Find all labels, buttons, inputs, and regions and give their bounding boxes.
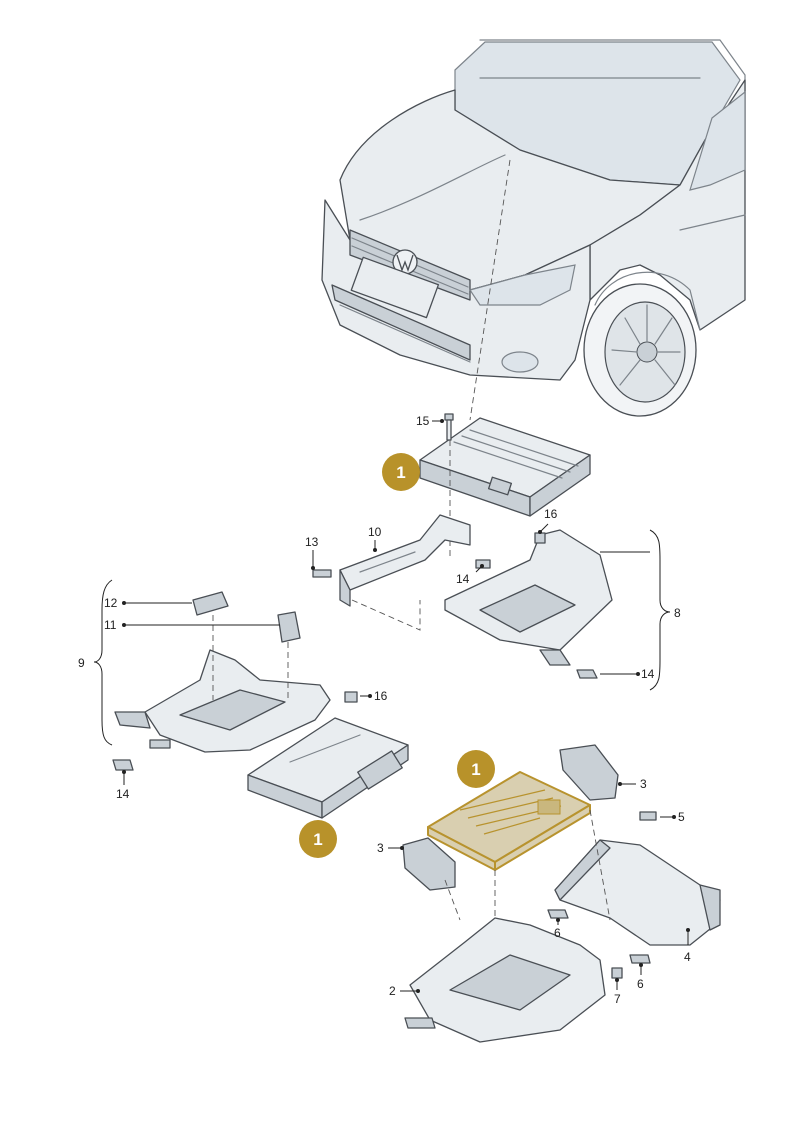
callout-10: 10 [368,525,382,539]
callout-3-top: 3 [640,777,647,791]
control-unit-top [419,417,591,517]
callout-5: 5 [678,810,685,824]
callout-14-left: 14 [116,787,130,801]
bolt-5-illustration [639,811,657,821]
clip-12-illustration [192,591,229,616]
callout-2: 2 [389,984,396,998]
svg-text:1: 1 [396,463,405,482]
callout-13: 13 [305,535,319,549]
callout-7: 7 [614,992,621,1006]
clip-6-upper [547,909,569,919]
callout-14-top: 14 [456,572,470,586]
clip-14-right [576,669,598,679]
bracket-9-illustration [114,649,331,753]
callout-14-right: 14 [641,667,655,681]
connector-3-left-illustration [402,837,456,891]
nut-7-illustration [611,967,623,979]
callout-8: 8 [674,606,681,620]
callout-16-left: 16 [374,689,388,703]
clip-11-illustration [277,611,301,643]
clip-6-lower [629,954,651,964]
control-unit-highlighted [427,771,591,871]
badge-top: 1 [382,453,420,491]
vehicle-front-illustration [321,39,746,421]
badge-highlighted: 1 [457,750,495,788]
callout-15: 15 [416,414,430,428]
clip-14-left [112,759,134,771]
callout-4: 4 [684,950,691,964]
callout-16-top: 16 [544,507,558,521]
bracket-10-illustration [339,514,471,607]
nut-16-left [344,691,358,703]
nut-16-top [534,532,546,544]
callout-12: 12 [104,596,118,610]
callout-3-left: 3 [377,841,384,855]
bolt-15-illustration [444,413,454,441]
callout-6-lower: 6 [637,977,644,991]
clip-2-lower [404,1017,436,1029]
callout-11: 11 [104,618,117,632]
svg-text:1: 1 [471,760,480,779]
bracket-4-illustration [554,839,721,946]
callout-9: 9 [78,656,85,670]
bracket-2-illustration [409,917,606,1043]
svg-text:1: 1 [313,830,322,849]
callout-6-upper: 6 [554,926,561,940]
clip-14-top [475,559,491,569]
bracket-8-illustration [444,529,613,666]
badge-left: 1 [299,820,337,858]
bolt-13-illustration [312,569,332,578]
connector-3-top-illustration [559,744,619,801]
control-unit-left [247,717,409,819]
